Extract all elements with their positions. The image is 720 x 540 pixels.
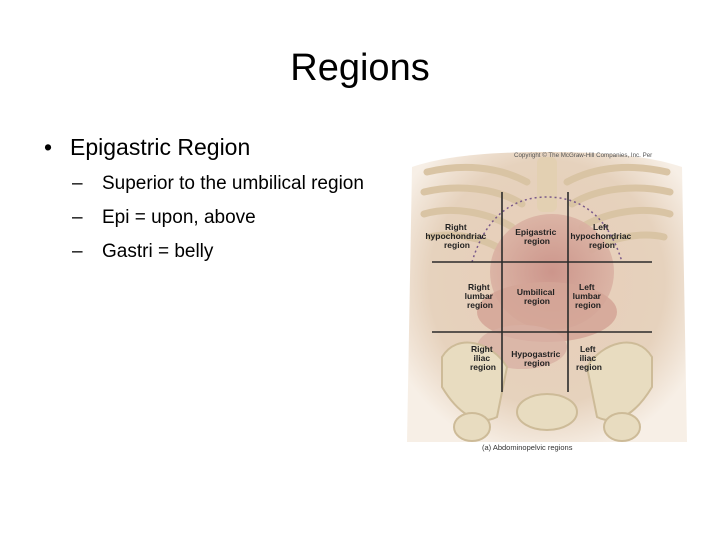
label-epigastric: Epigastric region (515, 227, 558, 246)
dash-marker: – (72, 173, 83, 194)
rib-cage (420, 163, 674, 254)
label-right-lumbar: Right lumbar region (465, 282, 496, 310)
label-umbilical: Umbilical region (517, 287, 557, 306)
bullet-epigastric: • Epigastric Region (44, 132, 384, 162)
sternum (537, 157, 557, 212)
dash-marker: – (72, 241, 83, 262)
bullet-text: Epigastric Region (70, 134, 251, 160)
costal-margin-line (471, 196, 623, 263)
sub-bullet-text: Epi = upon, above (102, 207, 256, 228)
sub-bullet-text: Superior to the umbilical region (102, 173, 364, 194)
abdominopelvic-figure: Copyright © The McGraw-Hill Companies, I… (402, 142, 692, 462)
figure-caption: (a) Abdominopelvic regions (482, 443, 573, 452)
sub-bullet-list: – Superior to the umbilical region – Epi… (44, 172, 384, 264)
dash-marker: – (72, 207, 83, 228)
region-grid (432, 192, 652, 392)
copyright-text: Copyright © The McGraw-Hill Companies, I… (514, 152, 652, 159)
label-hypogastric: Hypogastric region (511, 349, 563, 368)
label-left-iliac: Left iliac region (576, 344, 602, 372)
sub-bullet-3: – Gastri = belly (72, 240, 384, 264)
pelvis (441, 341, 653, 442)
sub-bullet-1: – Superior to the umbilical region (72, 172, 384, 196)
label-right-hypochondriac: Right hypochondriac region (425, 222, 488, 250)
region-labels: Right hypochondriac region Epigastric re… (425, 222, 633, 372)
slide-title: Regions (290, 47, 430, 89)
bullet-list: • Epigastric Region – Superior to the um… (44, 132, 384, 274)
label-left-hypochondriac: Left hypochondriac region (570, 222, 633, 250)
sub-bullet-text: Gastri = belly (102, 241, 214, 262)
label-right-iliac: Right iliac region (470, 344, 496, 372)
label-left-lumbar: Left lumbar region (573, 282, 604, 310)
abdominopelvic-illustration: Copyright © The McGraw-Hill Companies, I… (407, 152, 687, 452)
sub-bullet-2: – Epi = upon, above (72, 206, 384, 230)
bullet-marker: • (44, 134, 53, 160)
